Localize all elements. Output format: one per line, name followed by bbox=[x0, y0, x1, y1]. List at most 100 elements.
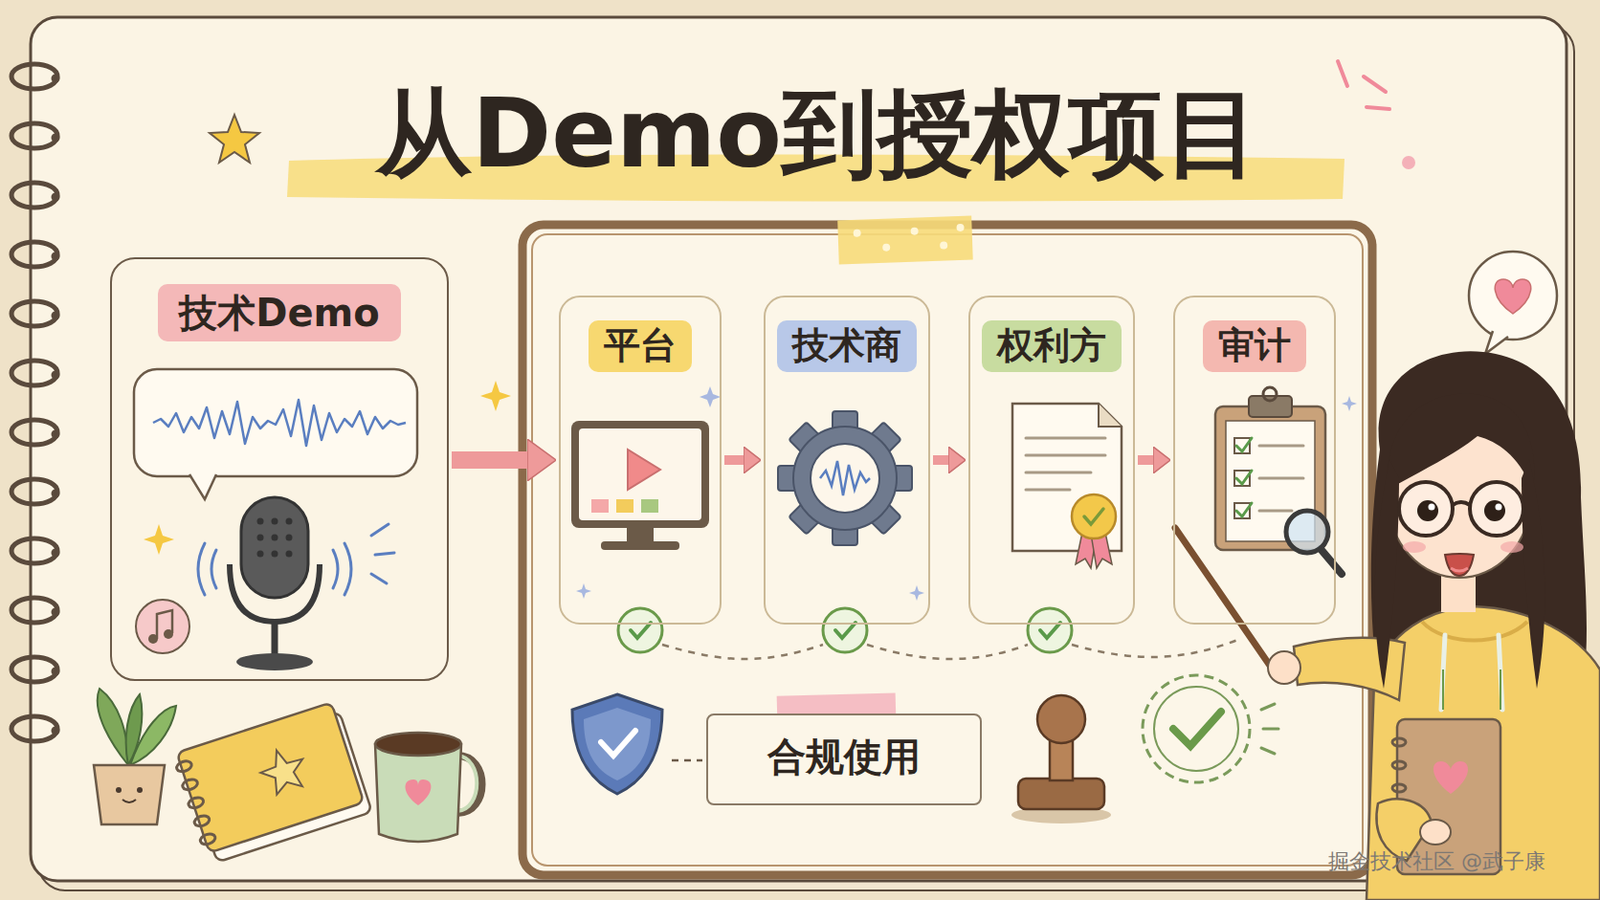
monitor-icon-part bbox=[641, 499, 659, 513]
presenter-girl bbox=[1175, 351, 1600, 900]
heart-bubble-part bbox=[1494, 279, 1532, 314]
microphone-part-part bbox=[286, 518, 293, 526]
microphone-part bbox=[271, 622, 279, 657]
sparkle bbox=[143, 524, 175, 556]
clipboard-icon-part bbox=[1236, 438, 1252, 517]
watermark: 掘金技术社区 @武子康 bbox=[1328, 847, 1546, 877]
magnifier-part bbox=[1286, 511, 1329, 554]
potted-plant bbox=[93, 688, 177, 825]
washi-tape-part-part bbox=[853, 229, 862, 238]
presenter-girl-part-part bbox=[1499, 669, 1502, 711]
presenter-girl-part bbox=[1267, 651, 1301, 685]
clipboard-icon-part bbox=[1248, 396, 1292, 418]
potted-plant-part bbox=[122, 800, 136, 803]
dashed-path bbox=[662, 639, 1241, 660]
clipboard-icon-part-part bbox=[1236, 503, 1252, 517]
potted-plant-part bbox=[93, 765, 165, 825]
node-label: 权利方 bbox=[981, 320, 1122, 373]
gear-icon-part-part bbox=[793, 426, 897, 531]
step-card: 平台 bbox=[558, 295, 722, 625]
presenter-girl-part-part bbox=[1399, 482, 1453, 536]
presenter-girl-part-part bbox=[1469, 482, 1524, 536]
check-circles-part-part bbox=[1027, 608, 1072, 653]
flow-arrow bbox=[724, 455, 744, 466]
presenter-girl-part bbox=[1443, 669, 1501, 711]
card-sparkles-part bbox=[909, 585, 925, 601]
accent-dashes-part bbox=[1366, 107, 1390, 110]
potted-plant-part bbox=[126, 694, 143, 766]
notebook-book bbox=[172, 701, 373, 867]
node-label: 合规使用 bbox=[759, 733, 929, 780]
microphone-part bbox=[241, 497, 309, 599]
presenter-girl-part bbox=[1402, 541, 1426, 554]
presenter-girl-part bbox=[1175, 528, 1277, 676]
speech-bubble-part bbox=[133, 369, 418, 477]
coffee-mug-part bbox=[375, 733, 462, 756]
gear-icon-part bbox=[820, 461, 870, 496]
notebook-book-part-part bbox=[187, 796, 205, 810]
heart-bubble-part bbox=[1468, 251, 1557, 340]
washi-tape-part bbox=[852, 223, 965, 253]
check-circles-part-part bbox=[835, 622, 856, 639]
flow-arrow bbox=[451, 451, 528, 469]
approved-seal-part-part bbox=[1263, 728, 1279, 732]
flow-arrow bbox=[1137, 455, 1154, 466]
music-note bbox=[135, 600, 190, 654]
step-card: 权利方 bbox=[968, 295, 1135, 625]
document-icon-part-part bbox=[1025, 488, 1070, 492]
magnifier bbox=[1286, 511, 1342, 575]
coffee-mug-part bbox=[375, 744, 462, 843]
presenter-girl-part-part bbox=[1392, 738, 1406, 747]
monitor-icon-part bbox=[591, 499, 609, 513]
coffee-mug bbox=[375, 733, 483, 843]
microphone-part bbox=[257, 518, 293, 558]
presenter-girl-part bbox=[1450, 568, 1468, 572]
notebook-book-part bbox=[255, 743, 311, 798]
microphone-part-part bbox=[375, 553, 395, 556]
presenter-girl-part-part bbox=[1442, 669, 1445, 711]
stamp-icon bbox=[1011, 695, 1112, 824]
heart-bubble-part bbox=[1485, 331, 1509, 355]
binder-rings-part bbox=[11, 716, 61, 742]
check-circles-part bbox=[822, 608, 867, 653]
speech-bubble-part bbox=[189, 474, 217, 500]
presenter-girl-part-part bbox=[1392, 784, 1406, 793]
presenter-girl-part bbox=[1422, 622, 1528, 642]
sparkle bbox=[480, 380, 512, 412]
presenter-girl-part-part bbox=[1441, 635, 1445, 711]
microphone-part-part bbox=[333, 550, 338, 589]
presenter-girl-part bbox=[1399, 482, 1524, 536]
music-note-part bbox=[163, 629, 174, 640]
binder-rings-part bbox=[11, 360, 61, 386]
monitor-icon-part bbox=[578, 428, 702, 521]
approved-seal-part bbox=[1173, 711, 1222, 747]
presenter-girl-part bbox=[1375, 459, 1400, 689]
presenter-girl-part bbox=[1452, 502, 1470, 506]
presenter-girl-part bbox=[1441, 635, 1503, 711]
document-icon-part bbox=[1098, 403, 1122, 427]
shield-icon-part bbox=[572, 694, 663, 795]
node-label: 审计 bbox=[1202, 320, 1307, 373]
page-title: 从Demo到授权项目 bbox=[287, 76, 1350, 192]
notebook-book-part-part bbox=[180, 777, 199, 792]
card-sparkles bbox=[576, 386, 1357, 601]
presenter-girl-part bbox=[1420, 820, 1451, 845]
binder-rings-part bbox=[11, 538, 61, 564]
microphone-part-part bbox=[271, 551, 279, 558]
microphone-part-part bbox=[271, 534, 279, 542]
clipboard-icon-part bbox=[1263, 387, 1277, 401]
step-card: 审计 bbox=[1173, 295, 1336, 625]
microphone-part-part bbox=[286, 551, 293, 558]
stamp-icon-part bbox=[1037, 695, 1086, 744]
presenter-girl-part bbox=[1433, 761, 1468, 795]
document-icon-part bbox=[1025, 438, 1106, 490]
clipboard-icon-part bbox=[1259, 445, 1304, 512]
notebook-page bbox=[30, 17, 1567, 882]
process-frame bbox=[522, 224, 1373, 876]
heart-bubble bbox=[1468, 251, 1557, 355]
microphone-part-part bbox=[211, 550, 217, 589]
shield-icon-part bbox=[600, 731, 636, 756]
microphone-part-part bbox=[371, 524, 389, 536]
document-icon-part bbox=[1071, 494, 1116, 539]
microphone-part-part bbox=[371, 574, 387, 584]
